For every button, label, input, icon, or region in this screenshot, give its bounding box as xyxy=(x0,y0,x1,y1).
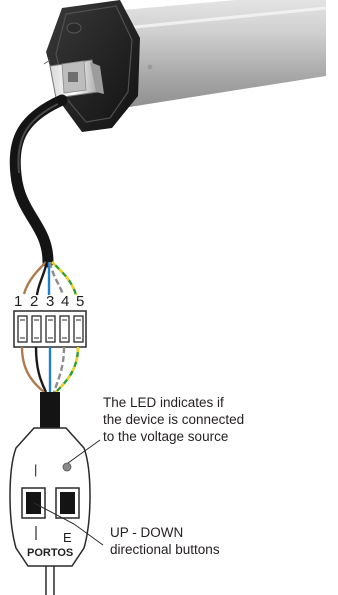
bottom-cable xyxy=(45,566,55,595)
terminal-label-3: 3 xyxy=(46,293,54,310)
terminal-label-2: 2 xyxy=(30,293,38,310)
terminal-label-4: 4 xyxy=(61,293,69,310)
button-mark-left: | xyxy=(34,462,37,477)
power-cable xyxy=(9,94,68,268)
button-up[interactable] xyxy=(21,487,46,519)
box-cable xyxy=(40,392,60,428)
led-callout-line1: The LED indicates if xyxy=(103,395,224,410)
control-box: | E PORTOS xyxy=(9,427,91,567)
tube-screw xyxy=(147,64,153,70)
tubular-motor xyxy=(43,0,327,132)
mounting-clip xyxy=(49,59,104,99)
terminal-numbers: 1 2 3 4 5 xyxy=(14,293,84,310)
button-mark-right: E xyxy=(63,530,72,545)
buttons-callout-line1: UP - DOWN xyxy=(110,525,183,540)
button-down[interactable] xyxy=(55,487,80,519)
terminal-block xyxy=(13,310,87,348)
motor-tube xyxy=(100,0,326,110)
brand-label: PORTOS xyxy=(27,547,73,559)
terminal-label-5: 5 xyxy=(76,293,84,310)
led-callout-line2: the device is connected xyxy=(103,412,244,427)
led-callout: The LED indicates if the device is conne… xyxy=(67,395,244,464)
buttons-callout: UP - DOWN directional buttons xyxy=(33,502,220,557)
wires-lower xyxy=(20,346,80,393)
led-callout-line3: to the voltage source xyxy=(103,429,228,444)
buttons-callout-line2: directional buttons xyxy=(110,542,220,557)
led-indicator xyxy=(62,462,72,472)
wires-upper xyxy=(22,261,78,296)
terminal-label-1: 1 xyxy=(14,293,22,310)
